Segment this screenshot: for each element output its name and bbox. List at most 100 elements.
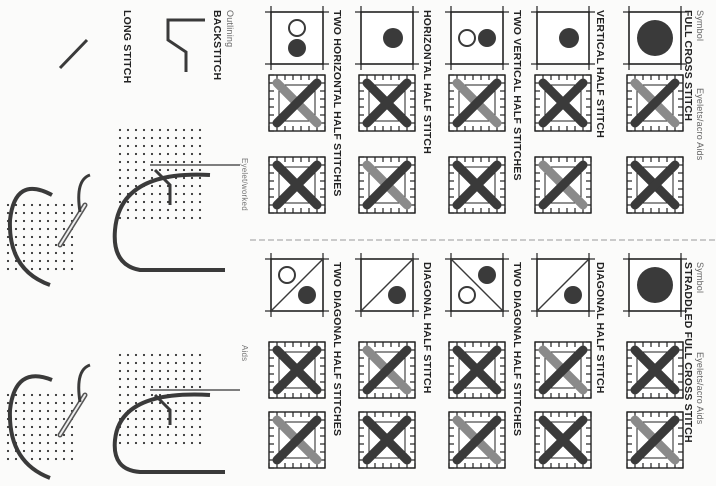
dot-grid-icon-2-dot xyxy=(191,442,193,444)
dot-grid-icon-2-dot xyxy=(159,434,161,436)
dot-grid-icon-2-dot xyxy=(151,370,153,372)
dot-grid-icon-4-dot xyxy=(47,402,49,404)
dot-grid-icon-2-dot xyxy=(183,354,185,356)
dot-grid-icon-4-dot xyxy=(23,402,25,404)
dot-grid-icon-3-dot xyxy=(39,212,41,214)
dot-grid-icon-2-dot xyxy=(135,394,137,396)
dot-grid-icon-2-dot xyxy=(127,362,129,364)
dot-grid-icon-2-dot xyxy=(175,418,177,420)
dot-grid-icon-1-dot xyxy=(143,153,145,155)
dot-grid-icon-1-dot xyxy=(127,137,129,139)
dot-grid-icon-1-dot xyxy=(127,145,129,147)
dot-grid-icon-1-dot xyxy=(167,129,169,131)
dot-grid-icon-2-dot xyxy=(167,426,169,428)
needle-thread-icon-4 xyxy=(10,365,90,478)
dot-grid-icon-3-dot xyxy=(15,268,17,270)
dot-grid-icon-3-dot xyxy=(31,268,33,270)
dot-grid-icon-1-dot xyxy=(159,137,161,139)
dot-grid-icon-1-dot xyxy=(127,209,129,211)
tile-right-aid-2 xyxy=(449,342,505,398)
dot-grid-icon-1-dot xyxy=(127,169,129,171)
dot-grid-icon-2-dot xyxy=(183,378,185,380)
dot-grid-icon-1-dot xyxy=(183,153,185,155)
dot-grid-icon-4-dot xyxy=(63,394,65,396)
dot-grid-icon-1-dot xyxy=(127,185,129,187)
tile-right-eyelet-4 xyxy=(269,412,325,468)
dot-grid-icon-2-dot xyxy=(191,402,193,404)
dot-grid-icon-2-dot xyxy=(183,370,185,372)
dot-grid-icon-2-dot xyxy=(151,394,153,396)
symbol-right-2 xyxy=(445,253,509,317)
dot-grid-icon-4-dot xyxy=(31,426,33,428)
tile-left-aid-3 xyxy=(359,75,415,131)
dot-grid-icon-2-dot xyxy=(135,410,137,412)
dot-grid-icon-2-dot xyxy=(191,362,193,364)
dot-grid-icon-3-dot xyxy=(23,252,25,254)
dot-grid-icon-3-dot xyxy=(71,260,73,262)
dot-grid-icon-4-dot xyxy=(15,418,17,420)
dot-grid-icon-3-dot xyxy=(71,212,73,214)
tile-left-eyelet-3 xyxy=(359,157,415,213)
dot-grid-icon-1-dot xyxy=(167,145,169,147)
dot-grid-icon-1-dot xyxy=(127,129,129,131)
dot-grid-icon-1-dot xyxy=(151,201,153,203)
dot-grid-icon-3-dot xyxy=(7,252,9,254)
dot-grid-icon-4-dot xyxy=(39,442,41,444)
dot-grid-icon-2-dot xyxy=(119,434,121,436)
dot-grid-icon-2-dot xyxy=(119,354,121,356)
dot-grid-icon-3-dot xyxy=(47,260,49,262)
dot-grid-icon-4-dot xyxy=(23,442,25,444)
dot-grid-icon-1-dot xyxy=(119,169,121,171)
tile-left-eyelet-2 xyxy=(449,157,505,213)
dot-grid-icon-1-dot xyxy=(135,137,137,139)
dot-grid-icon-3-dot xyxy=(47,228,49,230)
dot-grid-icon-4-dot xyxy=(39,394,41,396)
dot-grid-icon-3-dot xyxy=(55,220,57,222)
dot-grid-icon-1-dot xyxy=(159,209,161,211)
dot-grid-icon-2-dot xyxy=(199,434,201,436)
dot-grid-icon-1-dot xyxy=(143,137,145,139)
dot-grid-icon-4-dot xyxy=(39,402,41,404)
dot-grid-icon-2-dot xyxy=(143,354,145,356)
dot-grid-icon-3-dot xyxy=(15,228,17,230)
dot-grid-icon-1-dot xyxy=(143,129,145,131)
dot-grid-icon-1-dot xyxy=(135,161,137,163)
dot-grid-icon-2-dot xyxy=(167,402,169,404)
dot-grid-icon-1-dot xyxy=(135,209,137,211)
dot-grid-icon-1-dot xyxy=(159,145,161,147)
dot-grid-icon-4-dot xyxy=(47,394,49,396)
dot-grid-icon-1-dot xyxy=(175,217,177,219)
dot-grid-icon-2-dot xyxy=(127,442,129,444)
dot-grid-icon-2-dot xyxy=(143,370,145,372)
dot-grid-icon-4-dot xyxy=(55,458,57,460)
dot-grid-icon-2-dot xyxy=(191,434,193,436)
dot-grid-icon-2-dot xyxy=(119,386,121,388)
dot-grid-icon-1-dot xyxy=(199,193,201,195)
dot-grid-icon-1-dot xyxy=(191,145,193,147)
dot-grid-icon-3-dot xyxy=(23,220,25,222)
dot-grid-icon-3-dot xyxy=(63,268,65,270)
dot-grid-icon-4-dot xyxy=(7,402,9,404)
dot-grid-icon-1-dot xyxy=(151,177,153,179)
dot-grid-icon-4-dot xyxy=(39,418,41,420)
dot-grid-icon-3-dot xyxy=(71,244,73,246)
dot-grid-icon-2-dot xyxy=(183,386,185,388)
dot-grid-icon-1-dot xyxy=(143,145,145,147)
dot-grid-icon-2-dot xyxy=(159,418,161,420)
dot-grid-icon-1-dot xyxy=(183,185,185,187)
dot-grid-icon-1-dot xyxy=(151,153,153,155)
symbol-right-1-dot xyxy=(564,286,582,304)
dot-grid-icon-3-dot xyxy=(23,228,25,230)
dot-grid-icon-1-dot xyxy=(191,153,193,155)
dot-grid-icon-3-dot xyxy=(55,244,57,246)
tile-right-aid-0 xyxy=(627,342,683,398)
dot-grid-icon-2-dot xyxy=(119,442,121,444)
dot-grid-icon-1-dot xyxy=(135,201,137,203)
dot-grid-icon-1-dot xyxy=(183,145,185,147)
dot-grid-icon-1-dot xyxy=(151,185,153,187)
dot-grid-icon-2-dot xyxy=(199,386,201,388)
dot-grid-icon-2-dot xyxy=(127,434,129,436)
dot-grid-icon-2-dot xyxy=(199,410,201,412)
dot-grid-icon-3-dot xyxy=(15,236,17,238)
